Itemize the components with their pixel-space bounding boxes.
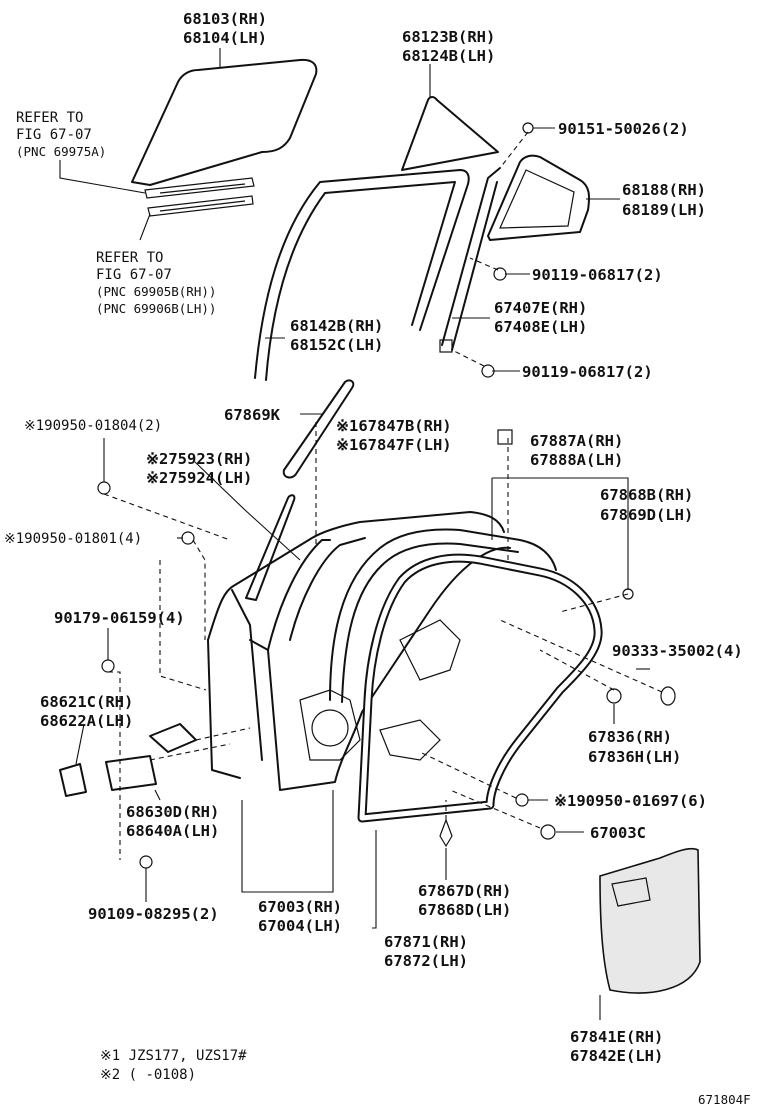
label-68630d: 68630D(RH) bbox=[126, 803, 219, 821]
label-67836h: 67836H(LH) bbox=[588, 748, 681, 766]
label-75923: ※275923(RH) bbox=[146, 450, 252, 468]
label-refer2-line2: FIG 67-07 bbox=[96, 267, 172, 283]
label-68104: 68104(LH) bbox=[183, 29, 267, 47]
label-refer2-line3: (PNC 69905B(RH)) bbox=[96, 284, 216, 299]
label-67868b: 67868B(RH) bbox=[600, 486, 693, 504]
label-90950-01801: ※190950-01801(4) bbox=[4, 531, 142, 547]
label-68189: 68189(LH) bbox=[622, 201, 706, 219]
label-90109: 90109-08295(2) bbox=[88, 905, 219, 923]
quarter-window-frame bbox=[487, 154, 590, 241]
label-68640a: 68640A(LH) bbox=[126, 822, 219, 840]
door-weatherstrip-loop bbox=[357, 553, 603, 823]
label-67004: 67004(LH) bbox=[258, 917, 342, 935]
dashed-alignment-lines bbox=[103, 131, 663, 860]
label-refer1-line2: FIG 67-07 bbox=[16, 127, 92, 143]
rear-door-moulding bbox=[245, 494, 296, 601]
door-frame-weatherstrip bbox=[282, 379, 355, 479]
footnote-1: ※1 JZS177, UZS17# bbox=[100, 1048, 247, 1064]
door-panel bbox=[207, 511, 511, 791]
footnote-2: ※2 ( -0108) bbox=[100, 1067, 196, 1083]
label-refer1-line1: REFER TO bbox=[16, 110, 83, 126]
label-75924: ※275924(LH) bbox=[146, 469, 252, 487]
label-67847f: ※167847F(LH) bbox=[336, 436, 452, 454]
label-90950-01697: ※190950-01697(6) bbox=[554, 792, 707, 810]
service-hole-cover bbox=[599, 847, 701, 994]
label-refer2-line4: (PNC 69906B(LH)) bbox=[96, 301, 216, 316]
label-68188: 68188(RH) bbox=[622, 181, 706, 199]
label-67867d: 67867D(RH) bbox=[418, 882, 511, 900]
label-90119-a: 90119-06817(2) bbox=[532, 266, 663, 284]
part-labels: 68103(RH) 68104(LH) 68123B(RH) 68124B(LH… bbox=[4, 10, 751, 1107]
label-67003: 67003(RH) bbox=[258, 898, 342, 916]
label-67408e: 67408E(LH) bbox=[494, 318, 587, 336]
label-68622a: 68622A(LH) bbox=[40, 712, 133, 730]
label-90151: 90151-50026(2) bbox=[558, 120, 689, 138]
label-68103: 68103(RH) bbox=[183, 10, 267, 28]
label-refer1-line3: (PNC 69975A) bbox=[16, 144, 106, 159]
division-bar bbox=[439, 167, 501, 353]
label-68124b: 68124B(LH) bbox=[402, 47, 495, 65]
door-opening-weatherstrip bbox=[329, 528, 557, 703]
door-glass bbox=[131, 58, 318, 186]
label-90950-01804: ※190950-01804(2) bbox=[24, 418, 162, 434]
label-67871: 67871(RH) bbox=[384, 933, 468, 951]
label-67872: 67872(LH) bbox=[384, 952, 468, 970]
label-67841e: 67841E(RH) bbox=[570, 1028, 663, 1046]
label-67836: 67836(RH) bbox=[588, 728, 672, 746]
label-90333: 90333-35002(4) bbox=[612, 642, 743, 660]
label-68621c: 68621C(RH) bbox=[40, 693, 133, 711]
glass-run-channel bbox=[254, 169, 470, 381]
label-67842e: 67842E(LH) bbox=[570, 1047, 663, 1065]
label-90119-b: 90119-06817(2) bbox=[522, 363, 653, 381]
quarter-glass bbox=[401, 96, 499, 171]
label-67888a: 67888A(LH) bbox=[530, 451, 623, 469]
label-67407e: 67407E(RH) bbox=[494, 299, 587, 317]
leader-lines bbox=[59, 48, 650, 1020]
figure-id: 671804F bbox=[698, 1092, 751, 1107]
label-67003c: 67003C bbox=[590, 824, 646, 842]
label-67847b: ※167847B(RH) bbox=[336, 417, 452, 435]
label-68123b: 68123B(RH) bbox=[402, 28, 495, 46]
label-68152c: 68152C(LH) bbox=[290, 336, 383, 354]
belt-moulding-strips bbox=[144, 177, 255, 217]
label-67869k: 67869K bbox=[224, 406, 281, 424]
label-68142b: 68142B(RH) bbox=[290, 317, 383, 335]
label-67868d: 67868D(LH) bbox=[418, 901, 511, 919]
label-67869d: 67869D(LH) bbox=[600, 506, 693, 524]
label-90179: 90179-06159(4) bbox=[54, 609, 185, 627]
label-67887a: 67887A(RH) bbox=[530, 432, 623, 450]
label-refer2-line1: REFER TO bbox=[96, 250, 163, 266]
